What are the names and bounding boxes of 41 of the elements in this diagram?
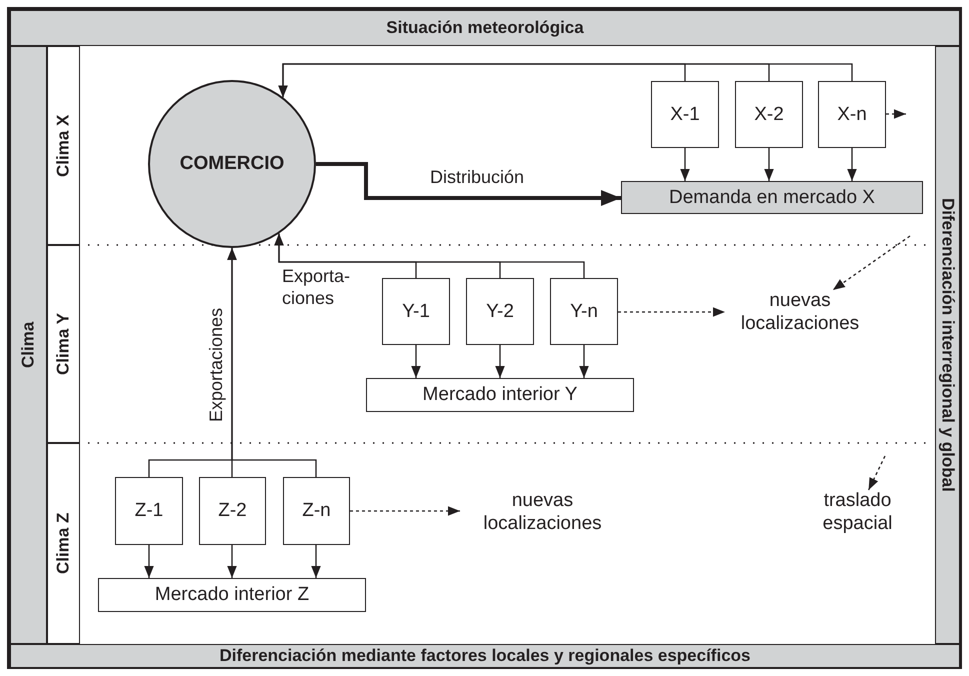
side-band: Clima [10,46,47,644]
circle-node: COMERCIO [148,80,316,248]
arrow [680,148,690,181]
process-box: Y-2 [466,278,534,345]
process-box: Z-n [283,477,350,545]
arrow [227,545,237,578]
arrow [227,248,317,477]
header-band: Situación meteorológica [10,10,960,46]
process-box: Y-n [550,278,618,345]
text-label: nuevas localizaciones [460,490,625,536]
side-band: Diferenciación interregional y global [935,46,960,644]
process-box: X-n [818,81,886,148]
dashed-arrow [868,456,886,490]
arrow [274,234,585,278]
process-box: Mercado interior Z [98,578,366,612]
arrow [316,162,621,206]
arrow [144,545,154,578]
process-box: Z-1 [115,477,183,545]
text-label: traslado espacial [805,490,910,536]
row-label-band: Clima Z [47,443,80,644]
arrow [311,545,321,578]
process-box: Z-2 [199,477,266,545]
row-label-band: Clima Y [47,245,80,443]
arrow [495,345,505,378]
arrow [764,148,774,181]
dashed-arrow [618,307,725,317]
process-box: Demanda en mercado X [621,181,923,214]
process-box: Y-1 [382,278,450,345]
arrow [579,345,589,378]
edge-label: Exporta- ciones [282,266,352,310]
process-box: X-2 [735,81,803,148]
row-label-band: Clima X [47,46,80,245]
process-box: Mercado interior Y [366,378,634,412]
dashed-arrow [886,109,906,119]
dashed-arrow [832,235,910,291]
arrow [411,345,421,378]
text-label: nuevas localizaciones [725,290,875,336]
arrow [847,148,857,181]
process-box: X-1 [651,81,719,148]
footer-band: Diferenciación mediante factores locales y regionales específicos [10,644,960,668]
dashed-arrow [350,506,460,516]
